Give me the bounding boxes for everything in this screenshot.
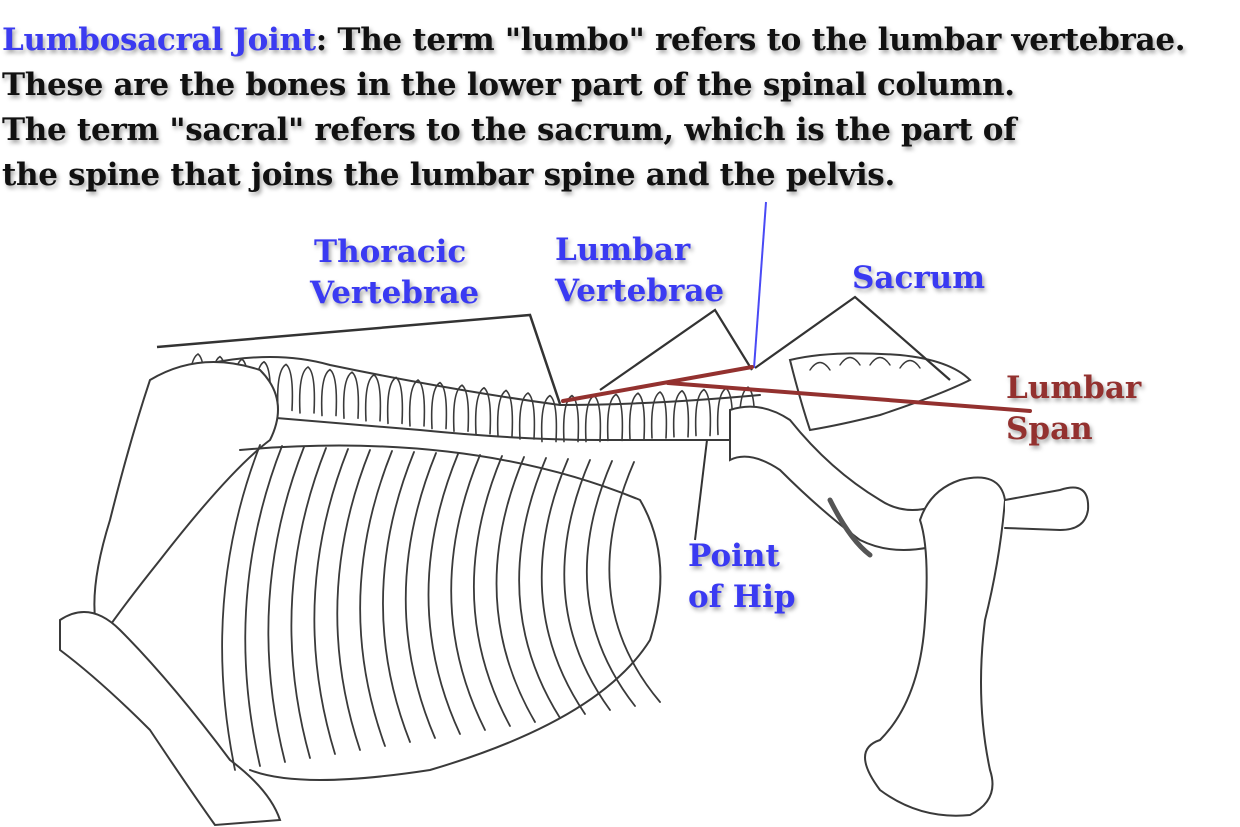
intro-line-3: The term "sacral" refers to the sacrum, … (2, 112, 1017, 148)
point-of-hip-leader-line (694, 439, 708, 541)
vertebra (408, 379, 426, 427)
foreleg (59, 611, 282, 827)
rib (290, 447, 327, 759)
ribcage (221, 444, 661, 771)
vertebra (276, 363, 294, 412)
vertebra (518, 392, 536, 440)
femur (864, 476, 1007, 817)
intro-line-1: Lumbosacral Joint: The term "lumbo" refe… (2, 22, 1186, 58)
thoracic-leader-line (156, 313, 562, 405)
lumbar-vertebrae-leader-line (599, 308, 753, 391)
rib (608, 461, 661, 703)
label-point-of-hip: Point of Hip (688, 538, 796, 615)
skeleton-illustration (59, 352, 1090, 827)
vertebra (540, 394, 558, 443)
leader-lines (156, 201, 951, 541)
vertebra (386, 376, 404, 425)
vertebra (474, 386, 492, 435)
rib (382, 451, 415, 743)
rib (267, 446, 305, 763)
rib (540, 458, 586, 715)
sacrum-leader-line (754, 295, 951, 381)
intro-term: Lumbosacral Joint (2, 22, 316, 58)
label-thoracic-vertebrae: Thoracic Vertebrae (310, 234, 480, 311)
vertebra (430, 381, 448, 430)
rib (518, 457, 561, 719)
rib (495, 456, 536, 723)
rib (244, 445, 283, 767)
vertebra (496, 389, 514, 438)
vertebra (650, 391, 668, 439)
rib (221, 444, 261, 771)
rib (450, 454, 486, 731)
lumbar-span-line-lower (666, 381, 1032, 413)
label-lumbar-vertebrae: Lumbar Vertebrae (555, 232, 725, 309)
lumbosacral-joint-leader-line (753, 201, 767, 369)
rib (359, 450, 393, 747)
rib (336, 449, 371, 751)
sacrum-bone (788, 352, 972, 432)
pelvis (729, 405, 957, 551)
rib (427, 453, 461, 735)
label-lumbar-span: Lumbar Span (1006, 370, 1142, 447)
ribcage-outline (239, 444, 662, 781)
vertebra (672, 389, 690, 438)
vertebra (584, 394, 602, 443)
rib (313, 448, 349, 755)
lumbar-span-lines (561, 365, 1032, 413)
vertebra (606, 393, 624, 442)
rib (404, 452, 437, 739)
vertebra (562, 394, 580, 443)
vertebra (298, 366, 316, 414)
vertebra (342, 371, 360, 419)
scapula (93, 361, 279, 643)
label-sacrum: Sacrum (852, 260, 986, 296)
lumbar-span-line-upper (561, 365, 754, 403)
vertebra (364, 373, 382, 422)
rib (563, 459, 611, 711)
vertebra (628, 392, 646, 440)
intro-text: Lumbosacral Joint: The term "lumbo" refe… (2, 18, 1240, 198)
vertebra (694, 388, 712, 437)
intro-line-2: These are the bones in the lower part of… (2, 67, 1015, 103)
intro-line-4: the spine that joins the lumbar spine an… (2, 157, 895, 193)
vertebra (452, 384, 470, 432)
rib (473, 455, 511, 727)
vertebra (320, 368, 338, 417)
